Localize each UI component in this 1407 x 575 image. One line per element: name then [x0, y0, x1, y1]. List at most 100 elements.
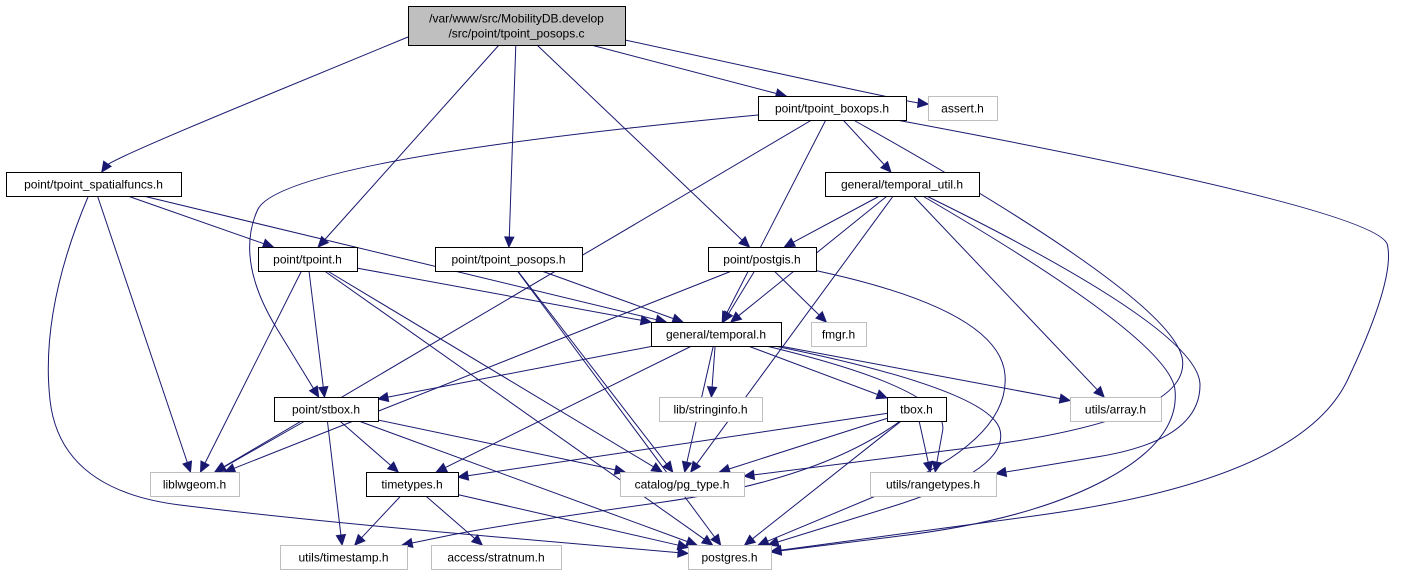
edge-spatialfuncs-to-temporal	[143, 195, 668, 325]
node-box	[431, 545, 562, 570]
node-box	[708, 247, 817, 272]
node-label: tbox.h	[900, 403, 933, 417]
arrowhead-icon	[650, 462, 664, 473]
node-temporal-util[interactable]: general/temporal_util.h	[825, 172, 980, 197]
node-label: fmgr.h	[822, 328, 855, 342]
edge-root-to-tpoint	[317, 44, 500, 248]
node-fmgr: fmgr.h	[811, 322, 867, 347]
node-label: point/postgis.h	[723, 253, 800, 267]
arrowhead-icon	[700, 534, 714, 546]
edge-root-to-spatialfuncs	[101, 36, 409, 174]
edge-line	[327, 270, 654, 468]
edge-root-to-posops_h	[504, 44, 517, 249]
node-box	[928, 96, 998, 121]
edge-temporal_util-to-postgis	[783, 195, 880, 248]
edge-postgis-to-liblwgeom	[223, 270, 732, 474]
nodes-layer: /var/www/src/MobilityDB.develop/src/poin…	[6, 6, 1162, 570]
arrowhead-icon	[729, 311, 743, 323]
edge-timetypes-to-postgres	[457, 494, 690, 551]
arrowhead-icon	[931, 460, 943, 474]
node-label: timetypes.h	[381, 478, 442, 492]
node-box	[887, 397, 947, 422]
node-pg-type: catalog/pg_type.h	[620, 472, 745, 497]
node-stratnum: access/stratnum.h	[431, 545, 562, 570]
node-tpoint[interactable]: point/tpoint.h	[258, 247, 358, 272]
node-temporal[interactable]: general/temporal.h	[651, 322, 782, 347]
edge-postgis-to-temporal	[722, 270, 756, 324]
node-timetypes[interactable]: timetypes.h	[366, 472, 459, 497]
edge-temporal-to-array	[779, 345, 1072, 404]
arrowhead-icon	[722, 310, 734, 324]
edge-spatialfuncs-to-tpoint	[127, 195, 275, 249]
node-root[interactable]: /var/www/src/MobilityDB.develop/src/poin…	[408, 6, 626, 46]
edge-tbox-to-postgres	[743, 420, 902, 546]
arrowhead-icon	[994, 466, 1008, 478]
arrowhead-icon	[470, 534, 484, 546]
edge-temporal_util-to-rangetypes	[926, 195, 1201, 478]
edge-line	[926, 195, 1201, 473]
node-tbox[interactable]: tbox.h	[887, 397, 947, 422]
edge-line	[765, 345, 944, 463]
edge-boxops-to-pg_type	[742, 119, 1184, 481]
edge-line	[223, 420, 306, 468]
node-label: postgres.h	[701, 551, 757, 565]
arrowhead-icon	[815, 310, 828, 323]
edge-line	[842, 119, 885, 165]
arrowhead-icon	[677, 547, 690, 558]
edge-line	[767, 270, 1006, 542]
edge-line	[47, 195, 679, 554]
node-box	[280, 545, 408, 570]
arrowhead-icon	[376, 391, 390, 403]
node-label: /var/www/src/MobilityDB.develop	[429, 12, 604, 26]
edge-line	[752, 420, 902, 540]
edge-timetypes-to-stratnum	[425, 495, 484, 546]
node-spatialfuncs[interactable]: point/tpoint_spatialfuncs.h	[6, 172, 182, 197]
edge-line	[358, 420, 688, 543]
node-label: utils/array.h	[1085, 403, 1146, 417]
node-stbox[interactable]: point/stbox.h	[274, 397, 379, 422]
edge-line	[590, 44, 777, 94]
node-label: utils/timestamp.h	[298, 551, 388, 565]
edge-line	[324, 270, 705, 540]
node-posops-h[interactable]: point/tpoint_posops.h	[435, 247, 583, 272]
arrowhead-icon	[706, 386, 718, 399]
edge-tpoint-to-pg_type	[327, 270, 664, 473]
arrowhead-icon	[1093, 385, 1105, 398]
edge-line	[326, 420, 342, 536]
node-postgis[interactable]: point/postgis.h	[708, 247, 817, 272]
arrowhead-icon	[182, 460, 193, 474]
arrowhead-icon	[386, 461, 400, 473]
node-label: access/stratnum.h	[447, 551, 544, 565]
arrowhead-icon	[690, 460, 702, 473]
edge-temporal-to-rangetypes	[765, 345, 944, 474]
node-label: general/temporal.h	[666, 328, 766, 342]
edge-line	[445, 345, 692, 469]
arrowhead-icon	[875, 389, 889, 400]
edge-line	[249, 114, 759, 389]
edge-line	[233, 270, 732, 469]
arrowhead-icon	[261, 238, 275, 249]
edge-temporal-to-postgres	[767, 345, 1002, 547]
edge-stbox-to-timetypes	[339, 420, 400, 473]
arrowhead-icon	[317, 385, 329, 399]
edge-line	[792, 195, 880, 243]
arrowhead-icon	[671, 313, 684, 324]
node-label: general/temporal_util.h	[841, 178, 963, 192]
node-box	[659, 397, 763, 422]
arrowhead-icon	[917, 97, 930, 109]
edge-line	[457, 494, 679, 546]
arrowhead-icon	[922, 460, 934, 474]
edge-line	[105, 36, 409, 167]
edge-spatialfuncs-to-postgres	[47, 195, 690, 558]
node-box	[150, 472, 240, 497]
node-label: liblwgeom.h	[163, 478, 226, 492]
arrowhead-icon	[769, 545, 783, 556]
node-box	[620, 472, 745, 497]
node-stringinfo: lib/stringinfo.h	[659, 397, 763, 422]
edge-line	[308, 270, 324, 388]
node-boxops[interactable]: point/tpoint_boxops.h	[758, 96, 907, 121]
node-box	[870, 472, 997, 497]
arrowhead-icon	[639, 314, 653, 326]
edge-temporal_util-to-array	[913, 195, 1105, 398]
